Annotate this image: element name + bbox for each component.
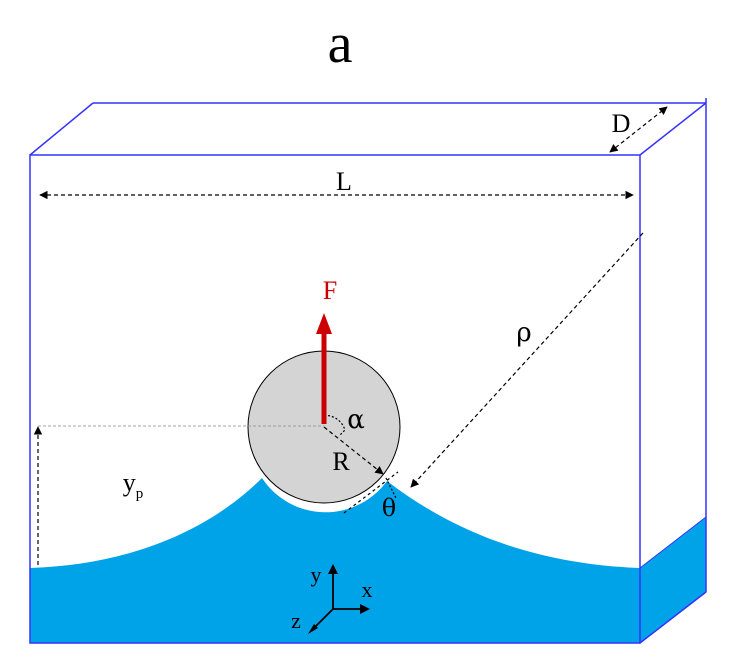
annotations <box>33 106 668 565</box>
theta-label: θ <box>382 494 396 522</box>
z-axis-label: z <box>291 608 301 633</box>
curvature-arrow <box>410 232 644 488</box>
radius-arrow <box>323 426 384 475</box>
y-axis-label: y <box>311 562 322 587</box>
tangent-line <box>343 471 399 514</box>
height-label-sub: p <box>136 486 144 502</box>
liquid-front <box>30 478 640 643</box>
container-box <box>29 98 707 644</box>
height-label-base: y <box>123 468 136 497</box>
panel-label: a <box>328 13 353 75</box>
depth-arrow <box>609 106 668 153</box>
liquid-side <box>639 515 707 645</box>
radius-label: R <box>332 447 350 476</box>
curvature-label: ρ <box>516 318 531 348</box>
coordinate-axes <box>308 564 370 634</box>
height-label: yp <box>123 468 144 502</box>
force-label: F <box>323 276 337 305</box>
length-label: L <box>336 167 352 196</box>
force-arrowhead <box>316 313 332 334</box>
x-axis-label: x <box>362 577 373 602</box>
alpha-label: α <box>347 405 365 435</box>
depth-label: D <box>612 109 631 138</box>
